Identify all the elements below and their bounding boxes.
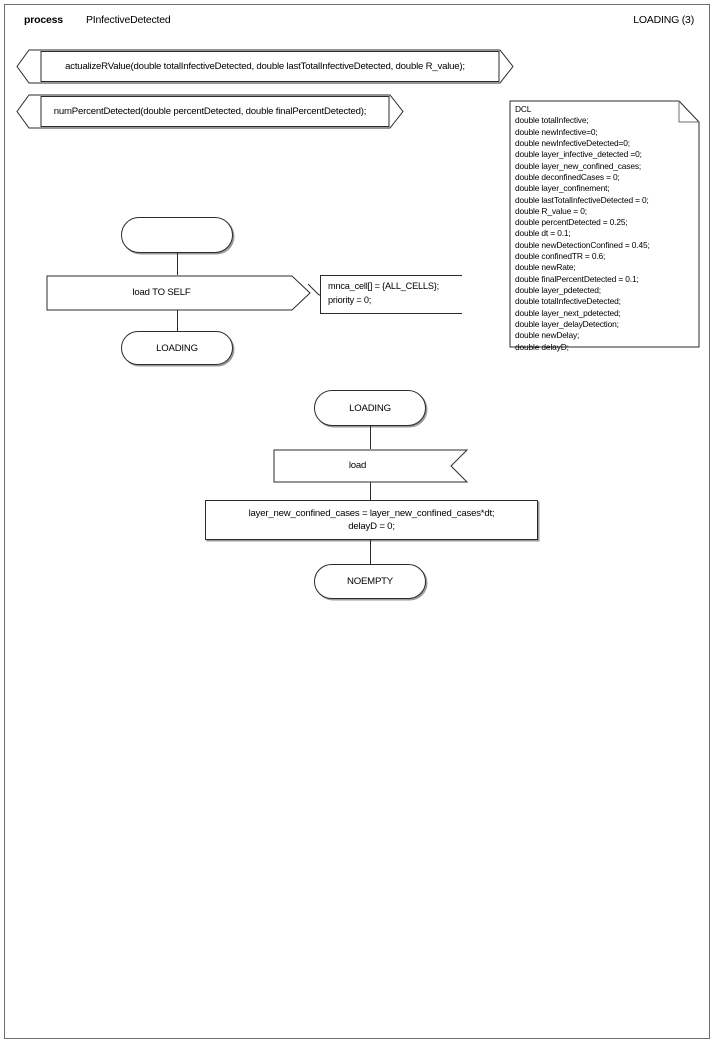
output-load-to-self[interactable]: load TO SELF xyxy=(46,275,311,311)
procedure-shape-outline xyxy=(16,94,404,129)
declaration-text: DCL double totalInfective; double newInf… xyxy=(515,104,650,352)
input-shape-outline xyxy=(273,449,469,483)
task-layer-new-confined-cases[interactable]: layer_new_confined_cases = layer_new_con… xyxy=(205,500,538,540)
state-loading-lower-label: LOADING xyxy=(349,402,391,414)
state-loading-upper-label: LOADING xyxy=(156,342,198,354)
comment-text: mnca_cell[] = {ALL_CELLS}; priority = 0; xyxy=(328,281,439,305)
procedure-shape-outline xyxy=(16,49,514,84)
state-noempty-label: NOEMPTY xyxy=(346,576,394,587)
connector-output-to-loading xyxy=(177,310,178,331)
connector-loading-to-input xyxy=(370,426,371,449)
output-shape-outline xyxy=(46,275,311,311)
start-state-empty[interactable] xyxy=(121,217,233,253)
note-shape-outline xyxy=(509,100,700,348)
procedure-signature-text: actualizeRValue(double totalInfectiveDet… xyxy=(65,60,465,72)
page-label: LOADING (3) xyxy=(633,14,694,26)
connector-input-to-task xyxy=(370,482,371,500)
input-load[interactable]: load xyxy=(273,449,469,483)
start-state-label xyxy=(122,218,232,252)
state-loading-lower[interactable]: LOADING xyxy=(314,390,426,426)
procedure-numPercentDetected[interactable]: numPercentDetected(double percentDetecte… xyxy=(16,94,404,129)
output-label: load TO SELF xyxy=(132,287,191,298)
process-name: PInfectiveDetected xyxy=(86,14,171,26)
connector-start-to-output xyxy=(177,253,178,275)
procedure-actualizeRValue[interactable]: actualizeRValue(double totalInfectiveDet… xyxy=(16,49,514,84)
input-label: load xyxy=(348,460,367,471)
declaration-note[interactable]: DCL double totalInfective; double newInf… xyxy=(509,100,700,352)
state-loading-upper[interactable]: LOADING xyxy=(121,331,233,365)
task-text: layer_new_confined_cases = layer_new_con… xyxy=(248,508,495,532)
state-noempty[interactable]: NOEMPTY xyxy=(314,564,426,599)
procedure-signature-text: numPercentDetected(double percentDetecte… xyxy=(53,105,367,117)
comment-box-mnca-cell[interactable]: mnca_cell[] = {ALL_CELLS}; priority = 0; xyxy=(320,275,462,314)
connector-task-to-noempty xyxy=(370,540,371,564)
diagram-header: process PInfectiveDetected LOADING (3) xyxy=(0,14,718,34)
process-keyword: process xyxy=(24,14,63,26)
